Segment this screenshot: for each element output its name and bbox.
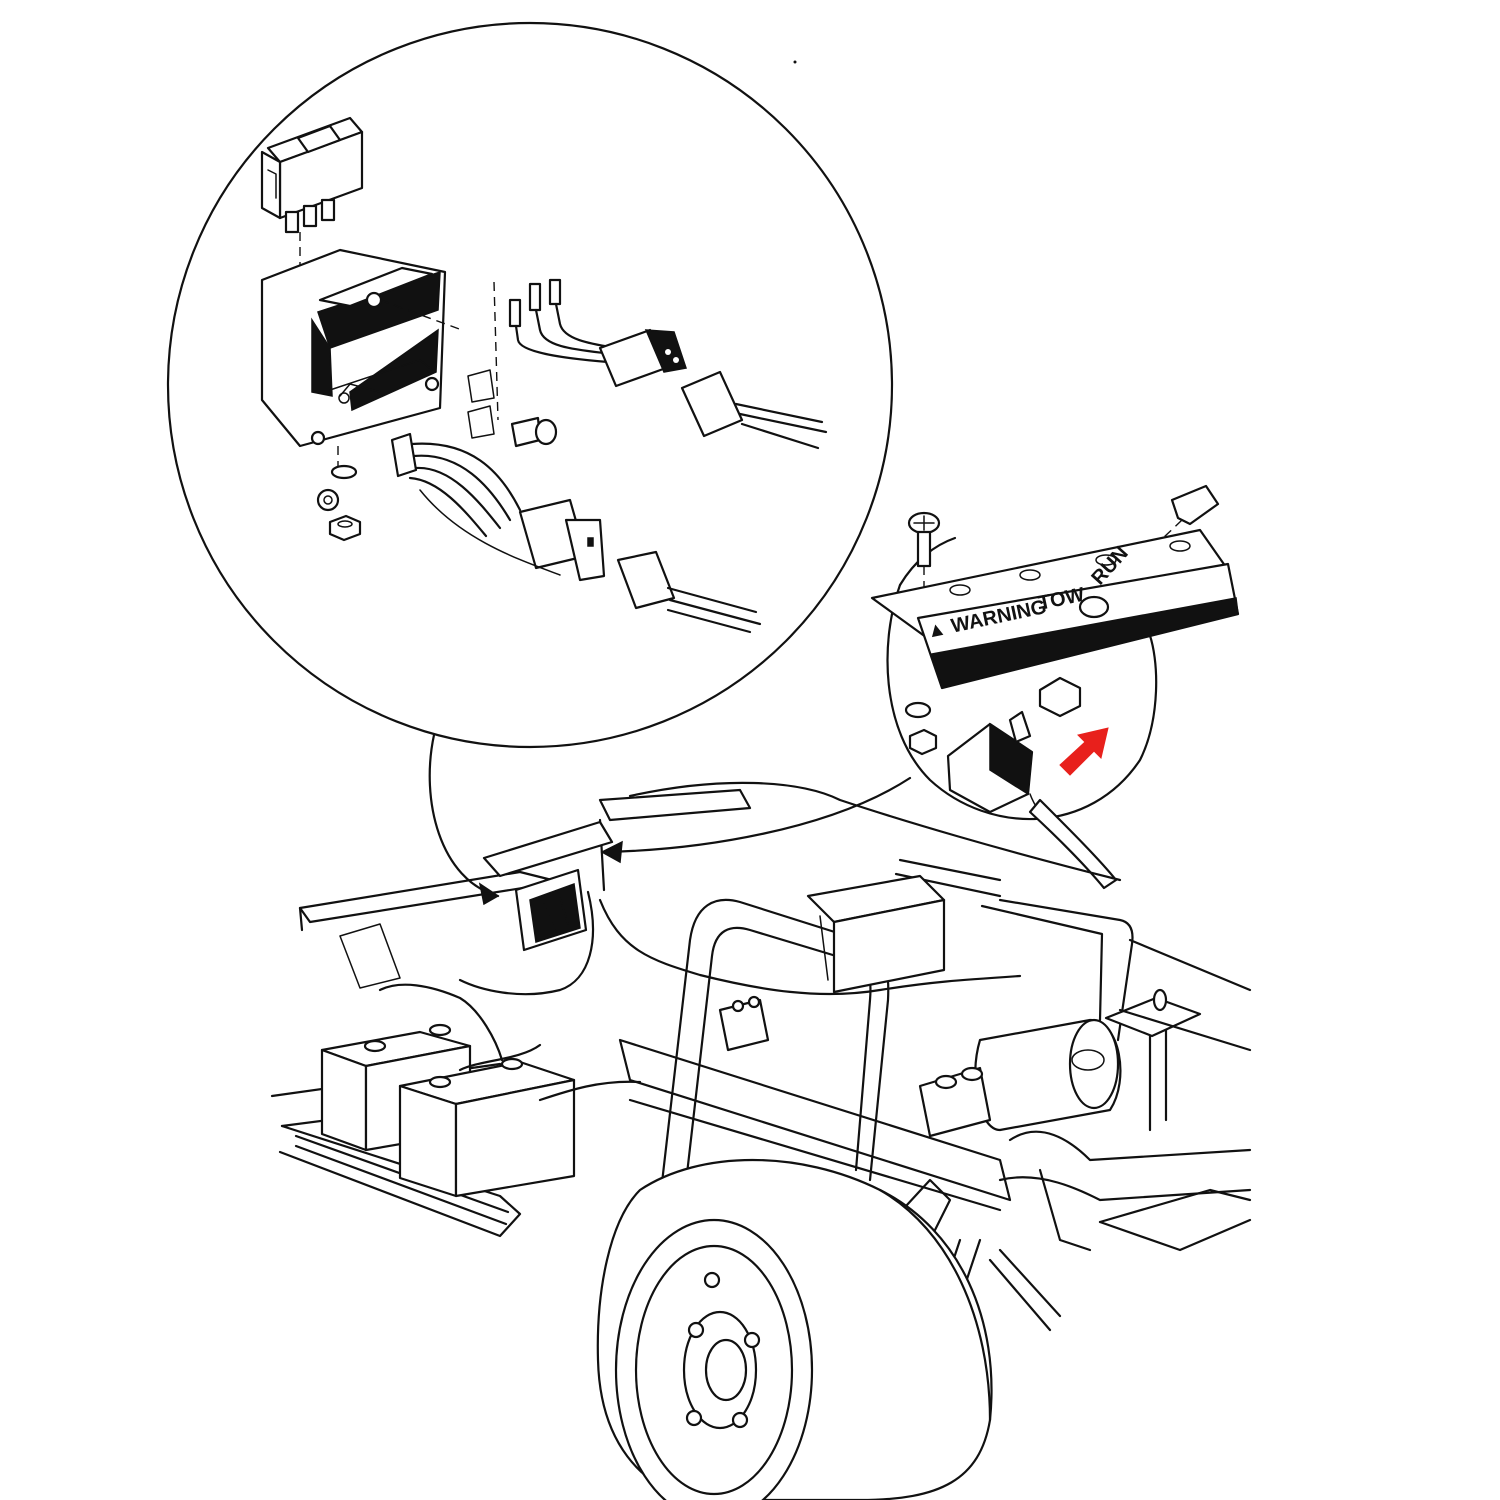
solenoid — [718, 995, 770, 1052]
callout-leader-large — [428, 733, 500, 898]
phillips-screw — [907, 511, 941, 568]
cart-switch-box — [482, 820, 614, 952]
rocker-switch — [260, 116, 364, 234]
callout-leader-small — [602, 776, 912, 854]
cart-chassis — [270, 781, 1252, 1332]
tow-run-switch-detail-callout: ▲ WARNING TOW RUN — [870, 484, 1240, 890]
drive-motor — [918, 1018, 1122, 1138]
motor-controller — [806, 874, 946, 994]
lower-harness — [390, 432, 762, 634]
rear-wheel — [596, 1159, 993, 1500]
upper-harness — [508, 278, 828, 450]
detail-circle-large — [166, 21, 894, 749]
detail-circle-small — [886, 583, 1158, 821]
battery-right — [398, 1057, 576, 1198]
warning-decal-plate: ▲ WARNING TOW RUN — [870, 528, 1240, 690]
toggle-knob — [1170, 484, 1220, 526]
switch-box-detail-callout — [166, 21, 894, 749]
grommet-washer-nut — [316, 464, 362, 542]
mounting-screw — [510, 416, 558, 448]
switch-box — [260, 248, 447, 448]
red-arrow-icon — [1059, 727, 1109, 776]
